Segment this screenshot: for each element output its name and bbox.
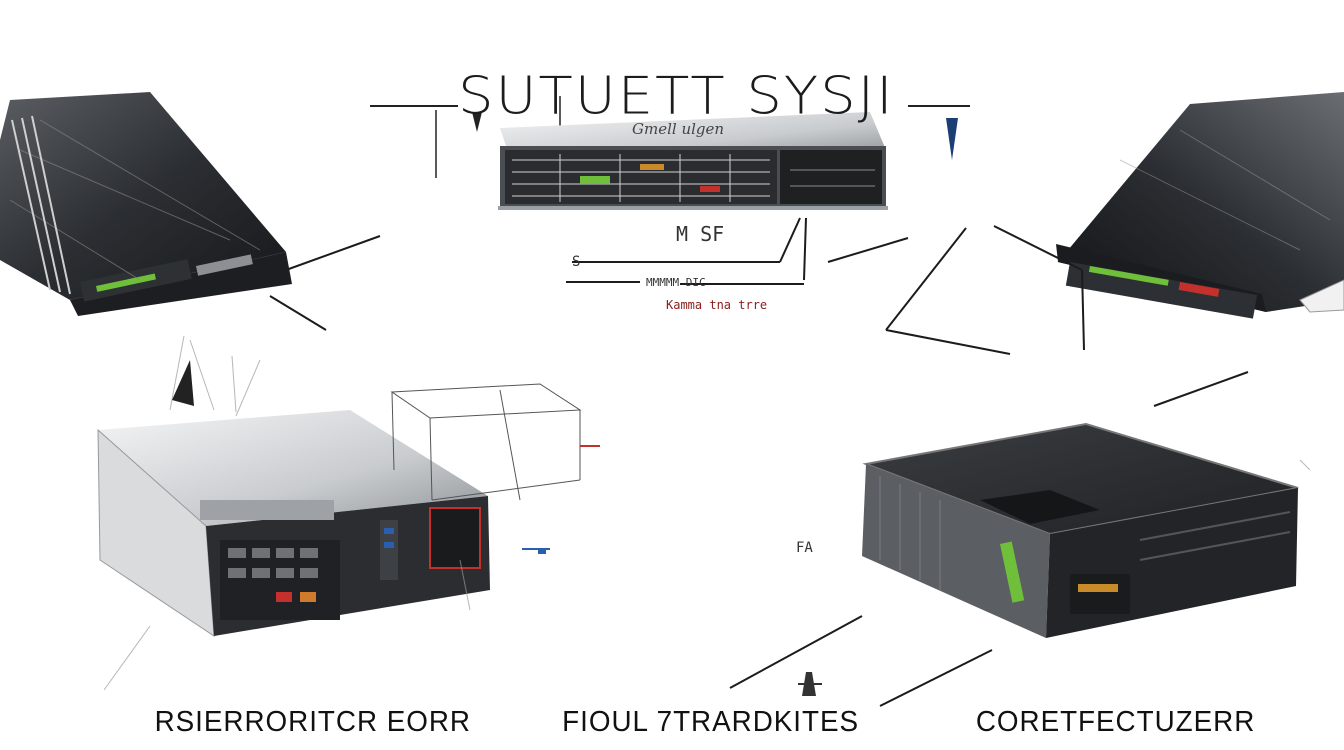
caption-right: CORETFECTUZERR: [975, 706, 1256, 738]
figure-icon: [798, 672, 822, 696]
page-subtitle: Gmell ulgen: [632, 120, 725, 138]
page-title: SUTUETT SYSJI: [458, 66, 895, 127]
marker-arrow-left: [472, 112, 482, 132]
annotation-label-b: S: [572, 254, 581, 270]
server-top-right: [1056, 92, 1344, 319]
server-top-center: [498, 112, 888, 210]
server-top-left: [0, 92, 292, 316]
annotation-label-a: M SF: [676, 222, 725, 246]
annotation-label-d: Kamma tna trre: [666, 298, 768, 312]
blue-marker: [522, 548, 550, 554]
annotation-label-c: MMMMM DIC: [646, 276, 706, 289]
hatch-mark: [172, 360, 194, 406]
sketch-strokes: [103, 335, 1311, 691]
caption-center: FIOUL 7TRARDKITES: [562, 706, 860, 738]
server-bottom-left: [97, 383, 600, 637]
title-rules: [370, 96, 970, 178]
server-bottom-right: [862, 422, 1299, 638]
caption-left: RSIERRORITCR EORR: [154, 706, 471, 738]
connector-lines: [269, 217, 1249, 707]
annotation-mid-small: FA: [796, 540, 813, 556]
marker-arrow-right: [946, 118, 958, 160]
